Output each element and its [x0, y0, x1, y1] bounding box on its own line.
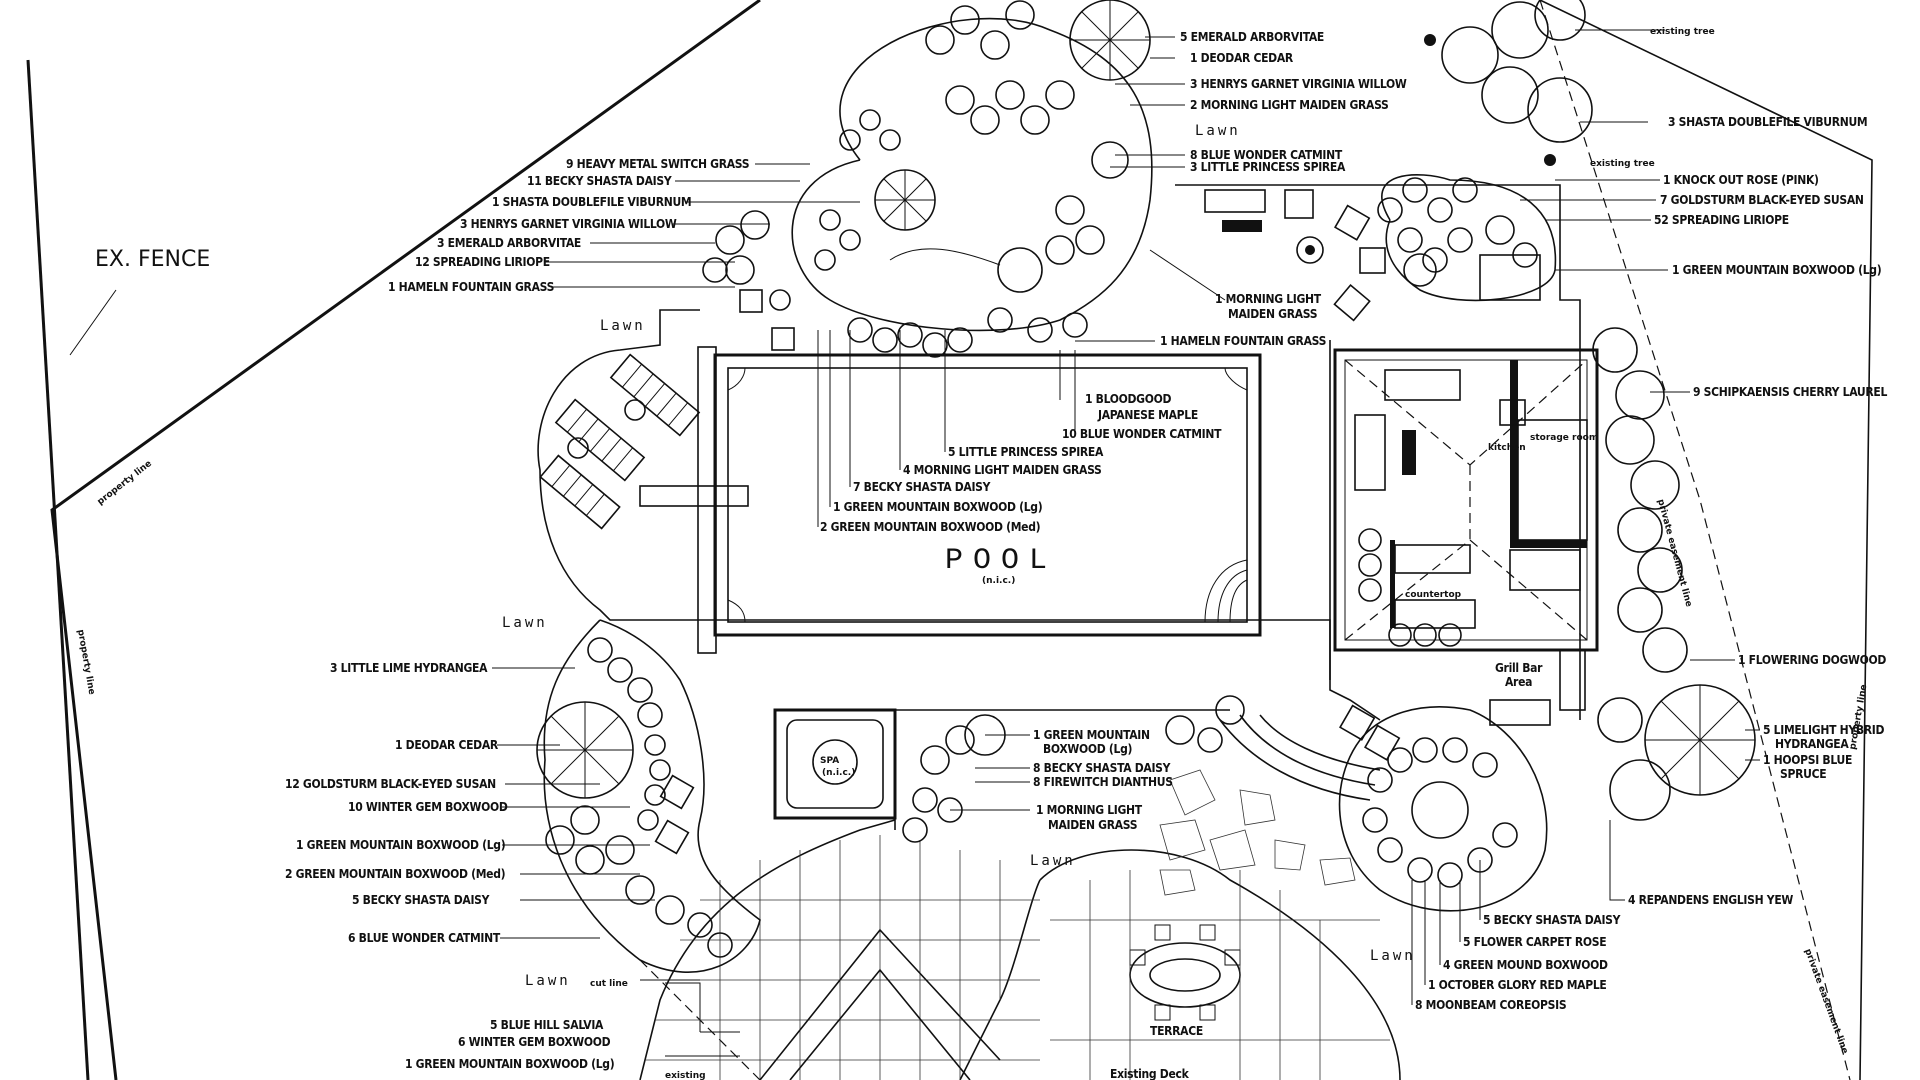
label-top-9: 1 HAMELN FOUNTAIN GRASS [1160, 334, 1326, 348]
spa-sublabel: (n.i.c.) [822, 768, 855, 778]
lawn-label-3: Lawn [502, 615, 548, 631]
label-pool-3: 10 BLUE WONDER CATMINT [1062, 427, 1222, 441]
label-top-2: 1 DEODAR CEDAR [1190, 51, 1294, 65]
label-left-11: 10 WINTER GEM BOXWOOD [348, 800, 508, 814]
ex-fence-label: EX. FENCE [95, 247, 210, 272]
label-br-3: 4 GREEN MOUND BOXWOOD [1443, 958, 1608, 972]
lounge-chairs [539, 353, 701, 530]
label-right-11: SPRUCE [1780, 767, 1826, 781]
label-pool-6: 7 BECKY SHASTA DAISY [853, 480, 991, 494]
label-right-5: 1 GREEN MOUNTAIN BOXWOOD (Lg) [1672, 263, 1882, 277]
label-left-7: 1 HAMELN FOUNTAIN GRASS [388, 280, 554, 294]
label-br-4: 1 OCTOBER GLORY RED MAPLE [1428, 978, 1606, 992]
label-left-4: 3 HENRYS GARNET VIRGINIA WILLOW [460, 217, 677, 231]
label-right-2: 1 KNOCK OUT ROSE (PINK) [1663, 173, 1819, 187]
label-right-9: HYDRANGEA [1775, 737, 1849, 751]
label-left-14: 5 BECKY SHASTA DAISY [352, 893, 490, 907]
label-spa-5: 1 MORNING LIGHT [1036, 803, 1143, 817]
label-left-9: 1 DEODAR CEDAR [395, 738, 499, 752]
label-top-5: 8 BLUE WONDER CATMINT [1190, 148, 1343, 162]
spa-label: SPA [820, 756, 839, 766]
existing-tree-label-2: existing tree [1590, 159, 1655, 169]
label-pool-5: 4 MORNING LIGHT MAIDEN GRASS [903, 463, 1102, 477]
existing-tree-label-1: existing tree [1650, 27, 1715, 37]
lawn-label-5: Lawn [1370, 948, 1416, 964]
labels-top-group: 5 EMERALD ARBORVITAE 1 DEODAR CEDAR 3 HE… [1160, 30, 1407, 348]
label-left-18: 1 GREEN MOUNTAIN BOXWOOD (Lg) [405, 1057, 615, 1071]
label-left-8: 3 LITTLE LIME HYDRANGEA [330, 661, 488, 675]
label-br-5: 8 MOONBEAM COREOPSIS [1415, 998, 1566, 1012]
lawn-label-4: Lawn [1030, 853, 1076, 869]
label-br-1: 5 BECKY SHASTA DAISY [1483, 913, 1621, 927]
label-left-6: 12 SPREADING LIRIOPE [415, 255, 550, 269]
labels-spa-group: 1 GREEN MOUNTAIN BOXWOOD (Lg) 8 BECKY SH… [950, 728, 1173, 832]
label-left-1: 9 HEAVY METAL SWITCH GRASS [566, 157, 749, 171]
terrace-paving: TERRACE Existing Deck [639, 709, 1401, 1080]
label-br-2: 5 FLOWER CARPET ROSE [1463, 935, 1606, 949]
label-pool-7: 1 GREEN MOUNTAIN BOXWOOD (Lg) [833, 500, 1043, 514]
pool-house: storage room kitchen countertop Grill Ba… [1333, 348, 1599, 726]
labels-right-group: 3 SHASTA DOUBLEFILE VIBURNUM 1 KNOCK OUT… [1628, 115, 1888, 907]
leader-lines [492, 29, 1760, 1057]
grill-bar-label: Grill Bar [1495, 661, 1543, 675]
label-right-1: 3 SHASTA DOUBLEFILE VIBURNUM [1668, 115, 1867, 129]
top-patio-furniture [1204, 189, 1386, 322]
lawn-label-1: Lawn [600, 318, 646, 334]
pool-label: POOL [945, 544, 1057, 578]
storage-room-label: storage room [1530, 433, 1598, 443]
label-pool-4: 5 LITTLE PRINCESS SPIREA [948, 445, 1104, 459]
label-top-4: 2 MORNING LIGHT MAIDEN GRASS [1190, 98, 1389, 112]
label-spa-6: MAIDEN GRASS [1048, 818, 1137, 832]
label-right-6: 9 SCHIPKAENSIS CHERRY LAUREL [1693, 385, 1887, 399]
plant-symbols [536, 0, 1756, 973]
label-top-3: 3 HENRYS GARNET VIRGINIA WILLOW [1190, 77, 1407, 91]
label-spa-4: 8 FIREWITCH DIANTHUS [1033, 775, 1173, 789]
label-pool-1: 1 BLOODGOOD [1085, 392, 1171, 406]
label-right-10: 1 HOOPSI BLUE [1763, 753, 1852, 767]
label-top-8: MAIDEN GRASS [1228, 307, 1317, 321]
label-left-2: 11 BECKY SHASTA DAISY [527, 174, 672, 188]
labels-pool-group: 1 BLOODGOOD JAPANESE MAPLE 10 BLUE WONDE… [820, 392, 1222, 534]
label-left-3: 1 SHASTA DOUBLEFILE VIBURNUM [492, 195, 691, 209]
lawn-label-2: Lawn [1195, 123, 1241, 139]
terrace-label: TERRACE [1150, 1024, 1203, 1038]
label-left-13: 2 GREEN MOUNTAIN BOXWOOD (Med) [285, 867, 506, 881]
flagstone-walk [1159, 714, 1381, 896]
label-spa-1: 1 GREEN MOUNTAIN [1033, 728, 1150, 742]
label-right-4: 52 SPREADING LIRIOPE [1654, 213, 1789, 227]
label-right-3: 7 GOLDSTURM BLACK-EYED SUSAN [1660, 193, 1864, 207]
label-spa-2: BOXWOOD (Lg) [1043, 742, 1133, 756]
pool: POOL (n.i.c.) [639, 346, 1262, 654]
kitchen-label: kitchen [1488, 443, 1526, 453]
pool-sublabel: (n.i.c.) [982, 576, 1015, 586]
label-top-6: 3 LITTLE PRINCESS SPIREA [1190, 160, 1346, 174]
label-left-16: 5 BLUE HILL SALVIA [490, 1018, 604, 1032]
label-right-7: 1 FLOWERING DOGWOOD [1738, 653, 1886, 667]
label-pool-8: 2 GREEN MOUNTAIN BOXWOOD (Med) [820, 520, 1041, 534]
countertop-label: countertop [1405, 590, 1462, 600]
label-right-8: 5 LIMELIGHT HYBRID [1763, 723, 1884, 737]
existing-deck-label: Existing Deck [1110, 1067, 1190, 1080]
grill-area-label: Area [1505, 675, 1532, 689]
label-top-1: 5 EMERALD ARBORVITAE [1180, 30, 1324, 44]
labels-left-group: 9 HEAVY METAL SWITCH GRASS 11 BECKY SHAS… [285, 157, 750, 1071]
label-top-7: 1 MORNING LIGHT [1215, 292, 1322, 306]
label-left-17: 6 WINTER GEM BOXWOOD [458, 1035, 611, 1049]
label-left-15: 6 BLUE WONDER CATMINT [348, 931, 501, 945]
existing-label: existing [665, 1071, 706, 1080]
lawn-label-6: Lawn [525, 973, 571, 989]
labels-bottom-right-group: 5 BECKY SHASTA DAISY 5 FLOWER CARPET ROS… [1415, 913, 1621, 1012]
cut-line-label: cut line [590, 979, 628, 989]
label-pool-2: JAPANESE MAPLE [1097, 408, 1198, 422]
label-left-5: 3 EMERALD ARBORVITAE [437, 236, 581, 250]
pool-deck-outline [537, 184, 1581, 721]
label-left-10: 12 GOLDSTURM BLACK-EYED SUSAN [285, 777, 496, 791]
label-spa-3: 8 BECKY SHASTA DAISY [1033, 761, 1171, 775]
label-left-12: 1 GREEN MOUNTAIN BOXWOOD (Lg) [296, 838, 506, 852]
label-right-12: 4 REPANDENS ENGLISH YEW [1628, 893, 1793, 907]
